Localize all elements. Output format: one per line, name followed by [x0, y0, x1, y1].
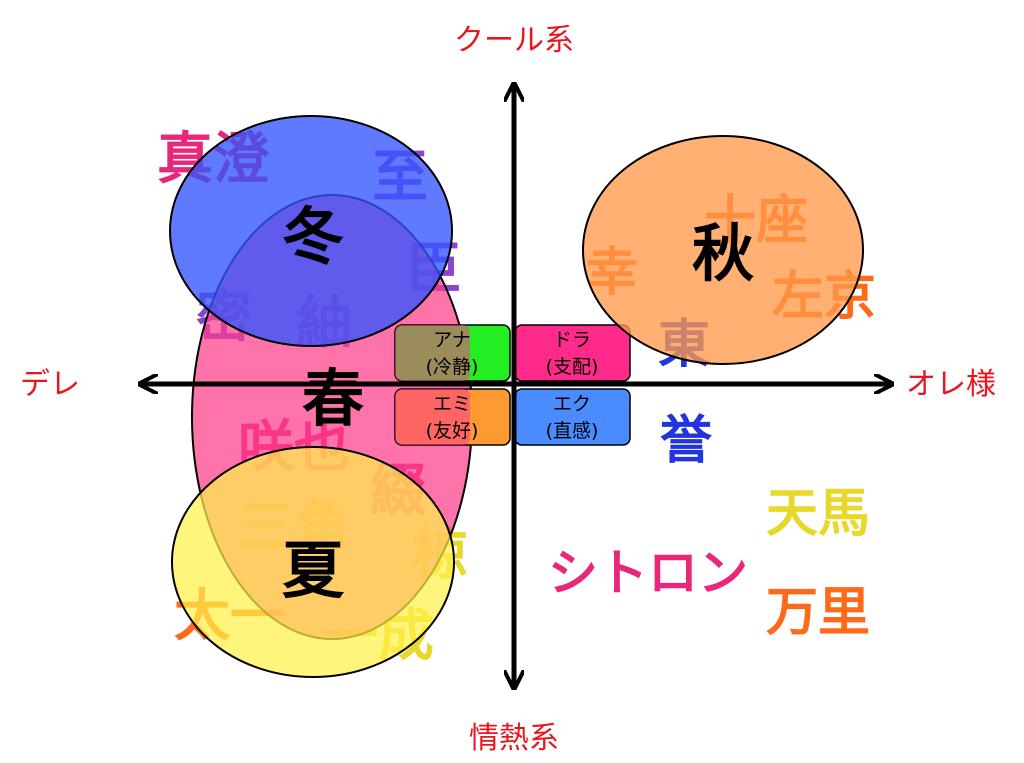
box-dora-title: ドラ — [553, 329, 591, 351]
box-eku-sub: (直感) — [546, 420, 599, 442]
season-summer-label: 夏 — [282, 534, 345, 607]
box-ana-title: アナ — [433, 329, 471, 351]
box-ana-sub: (冷静) — [426, 356, 479, 378]
box-dora-sub: (支配) — [546, 356, 599, 378]
season-winter-label: 冬 — [282, 200, 344, 273]
name-homare: 誉 — [660, 411, 713, 471]
name-citron: シトロン — [548, 544, 748, 602]
axis-label-right: オレ様 — [906, 367, 996, 402]
box-ana-overlap — [395, 325, 470, 381]
autumn-region — [582, 135, 864, 365]
name-tenma: 天馬 — [766, 484, 870, 544]
box-emi-overlap — [395, 389, 470, 445]
season-spring-label: 春 — [302, 362, 364, 435]
box-emi-title: エミ — [433, 393, 471, 415]
axis-label-left: デレ — [20, 367, 80, 402]
axis-label-top: クール系 — [454, 23, 574, 58]
axis-label-bottom: 情熱系 — [469, 721, 559, 756]
name-banri: 万里 — [766, 583, 870, 643]
season-autumn-label: 秋 — [692, 217, 754, 290]
box-emi-sub: (友好) — [426, 420, 479, 442]
summer-region — [171, 446, 455, 678]
box-eku-title: エク — [553, 393, 591, 415]
winter-region — [169, 115, 453, 347]
